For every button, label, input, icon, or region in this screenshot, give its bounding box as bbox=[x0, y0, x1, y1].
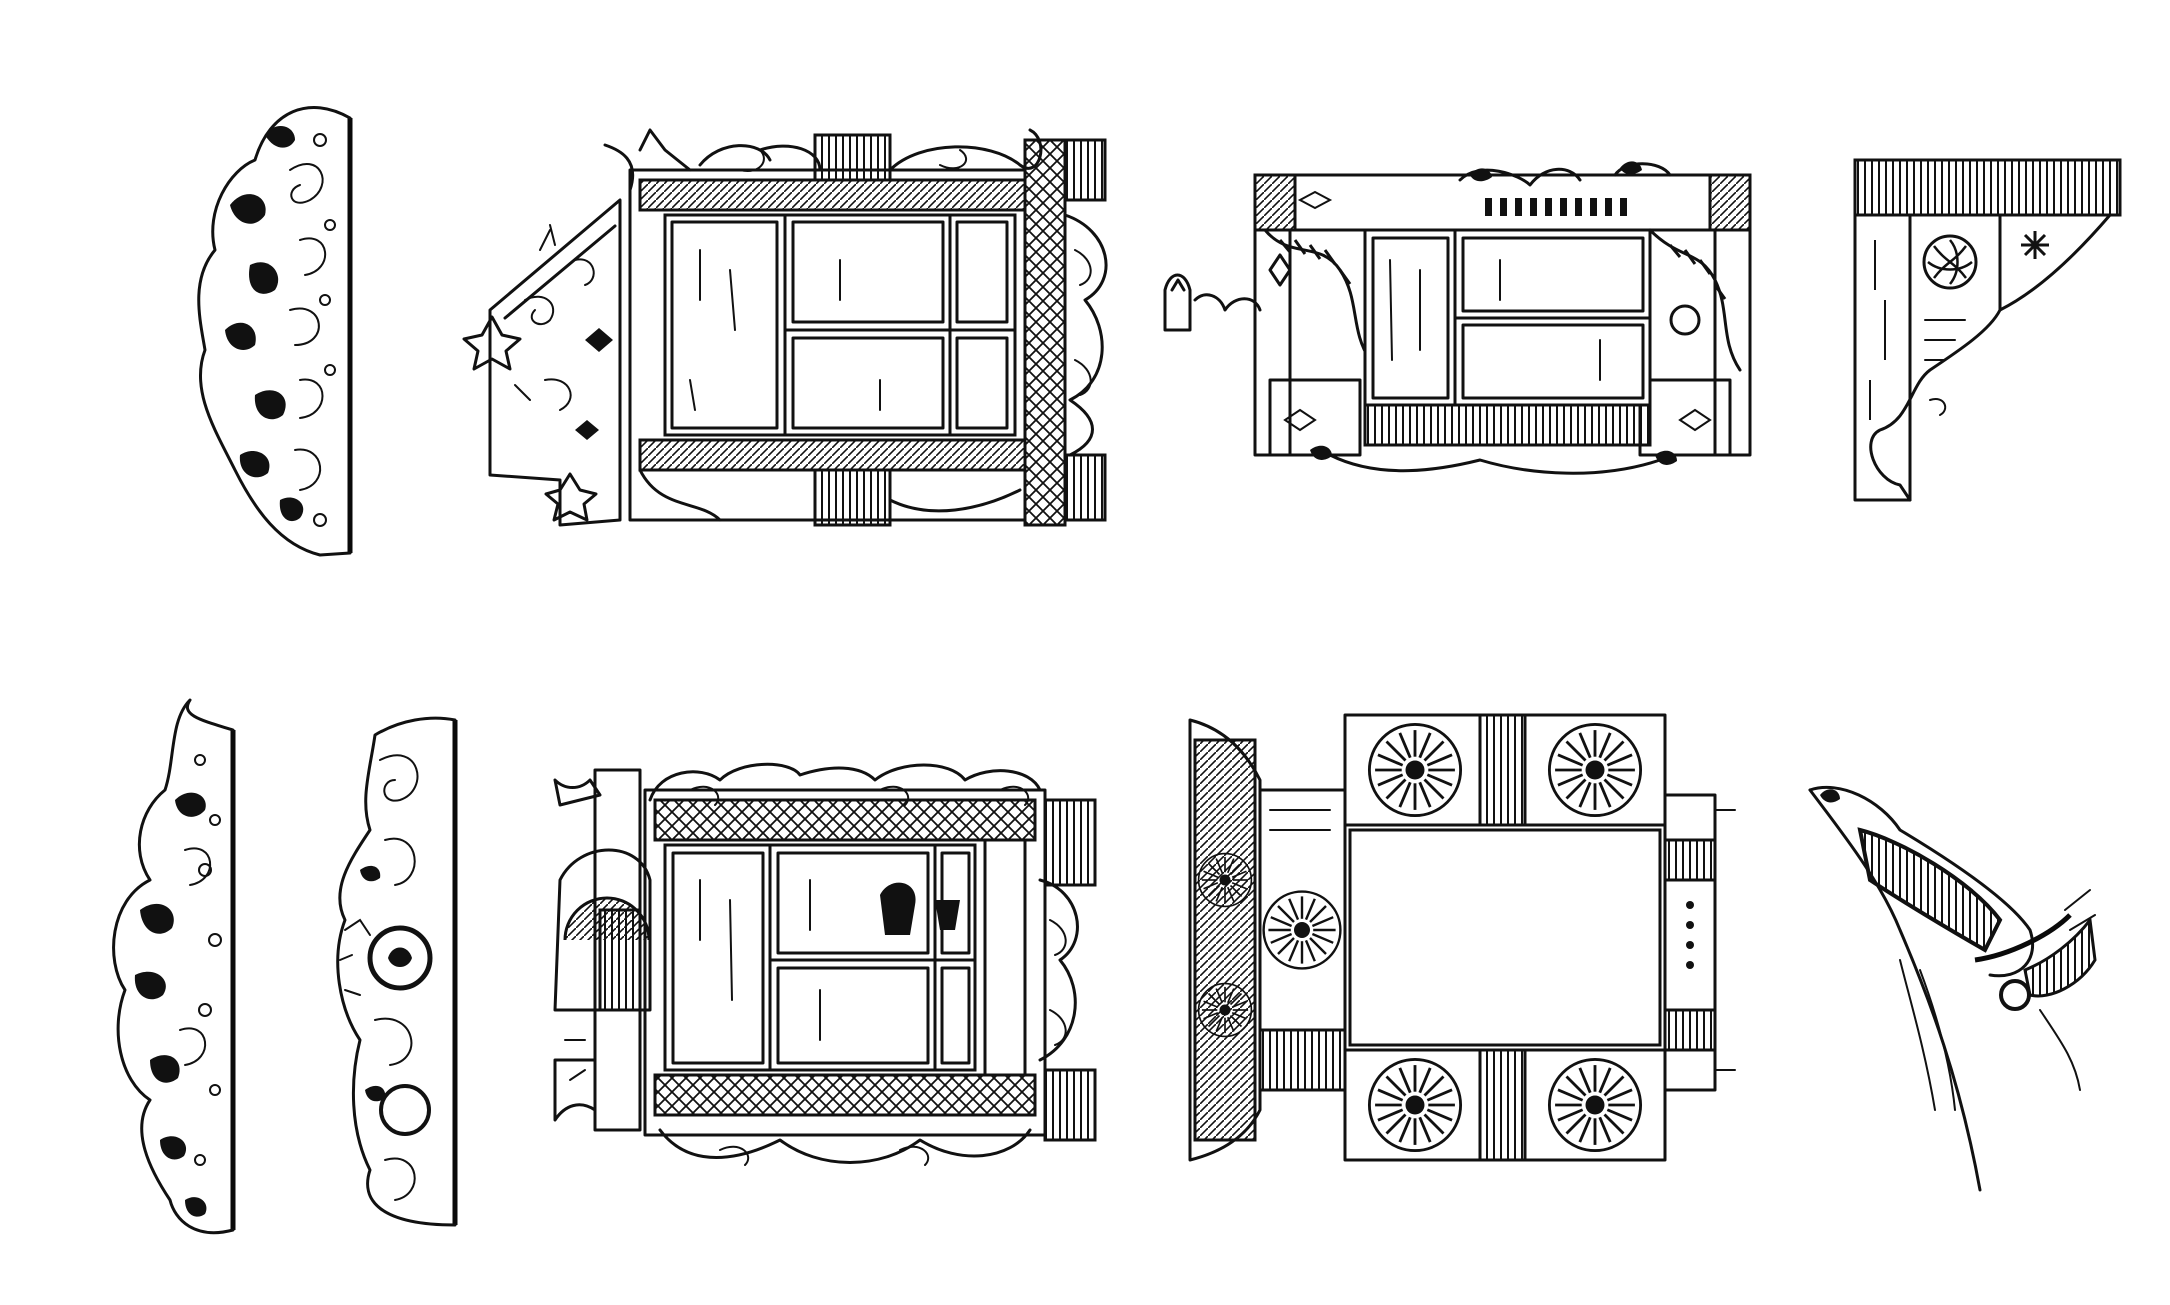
carved-frieze-board-bottom-left bbox=[112, 698, 236, 1235]
window-surround-sunburst-panels bbox=[1188, 713, 1736, 1162]
window-surround-gabled-pediment bbox=[462, 128, 1108, 527]
carved-frieze-board-bottom-second bbox=[336, 716, 458, 1227]
window-surround-low-cornice bbox=[1163, 161, 1752, 475]
window-surround-with-half-sun bbox=[553, 762, 1097, 1166]
carved-console-fragment bbox=[1808, 785, 2097, 1192]
corner-bracket-with-rosette bbox=[1853, 158, 2122, 502]
carved-frieze-board-top-left bbox=[197, 106, 353, 557]
